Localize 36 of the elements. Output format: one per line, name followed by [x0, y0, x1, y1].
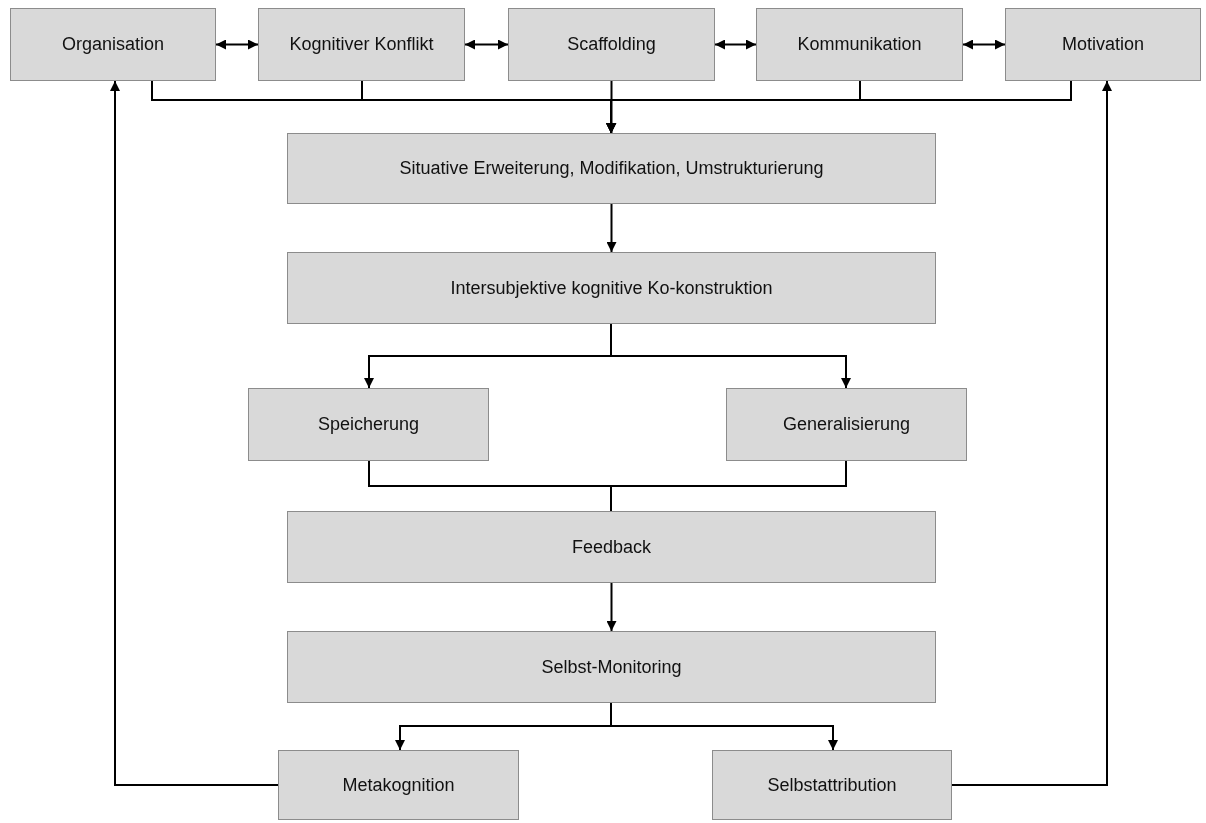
process-box	[287, 511, 936, 583]
process-box	[287, 631, 936, 703]
process-box	[258, 8, 465, 81]
process-box	[726, 388, 967, 461]
process-box	[756, 8, 963, 81]
arrow	[464, 39, 509, 50]
box-label: Motivation	[1061, 33, 1144, 56]
arrow	[110, 80, 279, 786]
box-label: Metakognition	[342, 773, 455, 797]
box-label: Organisation	[61, 33, 165, 56]
arrow	[606, 80, 1072, 134]
process-box	[287, 133, 936, 204]
arrow	[714, 39, 757, 50]
process-box	[287, 252, 936, 324]
process-box	[248, 388, 489, 461]
arrow	[606, 203, 617, 253]
box-label: Kognitiver Konflikt	[289, 33, 434, 56]
process-box	[508, 8, 715, 81]
box-label: Scaffolding	[567, 33, 656, 56]
box-label: Selbst-Monitoring	[541, 655, 682, 679]
process-box	[10, 8, 216, 81]
box-label: Feedback	[571, 535, 652, 559]
box-label: Intersubjektive kognitive Ko-konstruktion	[450, 276, 773, 300]
box-label: Situative Erweiterung, Modifikation, Umstrukturierung	[399, 157, 824, 180]
process-box	[1005, 8, 1201, 81]
arrow	[215, 39, 259, 50]
box-label: Selbstattribution	[767, 773, 897, 797]
arrow	[962, 39, 1006, 50]
box-label: Speicherung	[317, 413, 420, 436]
arrow	[951, 80, 1112, 786]
arrow	[610, 323, 851, 389]
process-box	[712, 750, 952, 820]
process-box	[278, 750, 519, 820]
arrow	[606, 582, 617, 632]
box-label: Kommunikation	[797, 33, 922, 56]
box-label: Generalisierung	[782, 413, 911, 436]
